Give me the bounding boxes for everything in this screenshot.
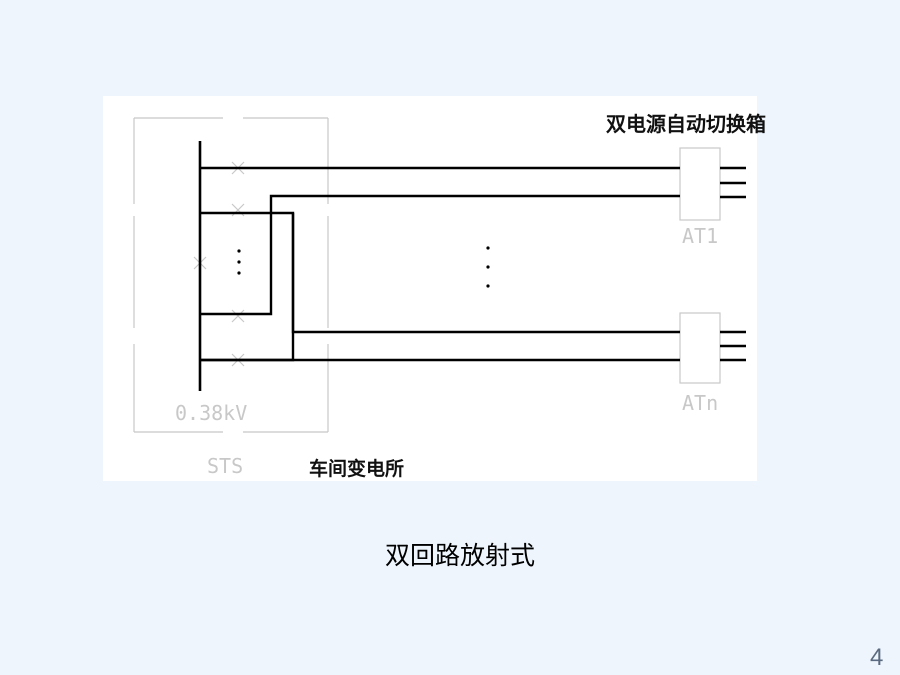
diagram-caption: 双回路放射式 — [384, 541, 535, 570]
ellipsis-middle — [486, 246, 490, 288]
breaker-marks — [193, 161, 245, 367]
atn-label: ATn — [682, 391, 718, 415]
feeder-2 — [200, 211, 295, 362]
substation-label: 车间变电所 — [309, 458, 405, 480]
ats-box-at1 — [679, 147, 721, 221]
sts-label: STS — [207, 454, 243, 478]
radial-wiring-diagram: 0.38kV STS AT1 ATn — [133, 117, 746, 478]
feeder-5 — [291, 213, 680, 334]
substation-enclosure — [133, 117, 329, 433]
outgoing-stubs — [720, 166, 746, 362]
ellipsis-left — [237, 249, 241, 275]
feeder-3 — [200, 194, 680, 316]
ats-box-atn — [679, 312, 721, 384]
diagram-panel: 0.38kV STS AT1 ATn — [103, 96, 757, 481]
feeders — [200, 166, 680, 362]
voltage-label: 0.38kV — [175, 401, 247, 425]
at1-label: AT1 — [682, 224, 718, 248]
transfer-box-title: 双电源自动切换箱 — [606, 112, 766, 136]
page-number: 4 — [870, 644, 884, 671]
